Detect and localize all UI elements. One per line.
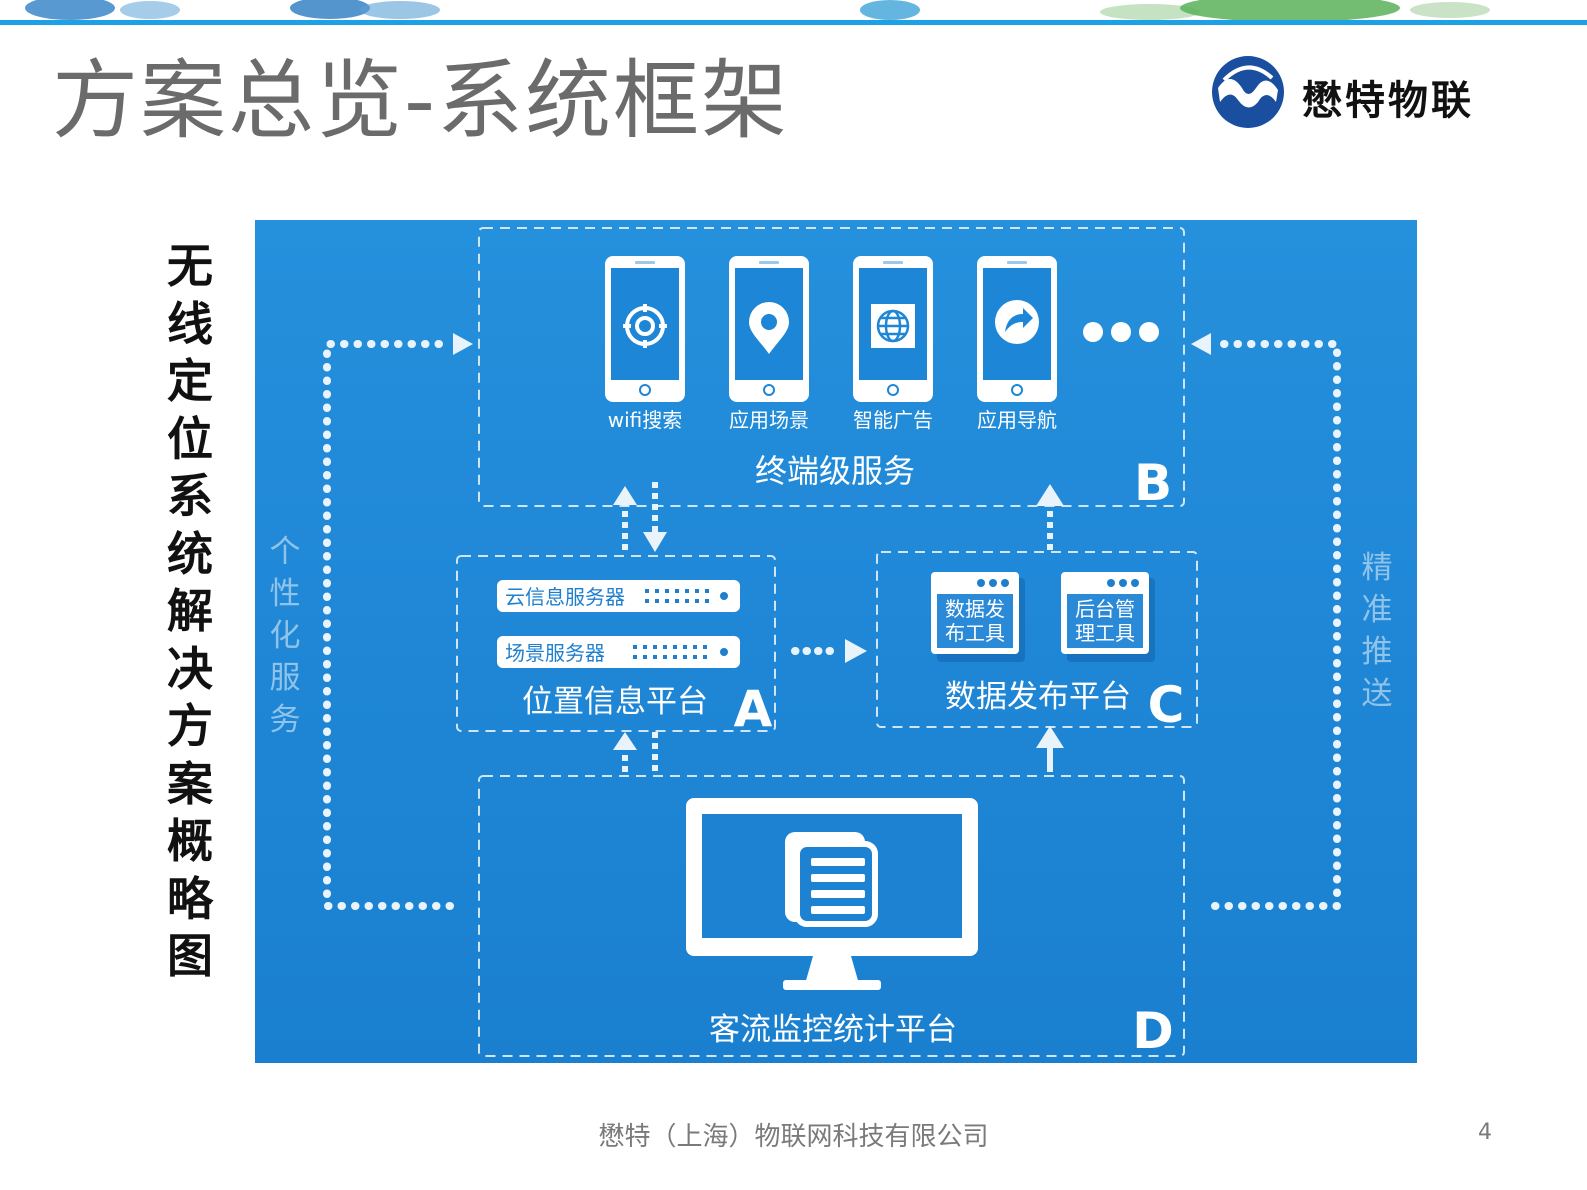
tool-label-publish-line1: 数据发 [945, 597, 1005, 621]
terminal-service-box [478, 227, 1185, 507]
side-label-char: 方 [167, 699, 213, 753]
monitor-platform-title: 客流监控统计平台 [709, 1012, 957, 1048]
target-icon [623, 304, 667, 348]
left-label-char: 性 [270, 576, 301, 612]
phone-smart-ads [853, 256, 933, 402]
left-label-char: 个 [270, 534, 301, 570]
top-decoration [0, 0, 1587, 22]
c-b-connector [1036, 484, 1064, 550]
right-loop-label: 精 准 推 送 [1362, 550, 1393, 712]
more-dots-icon [1083, 322, 1159, 342]
side-label-char: 解 [167, 584, 213, 638]
data-platform-letter: C [1148, 676, 1185, 734]
left-label-char: 服 [270, 660, 301, 696]
d-a-connector [613, 732, 658, 774]
logo-mark-icon [1212, 56, 1284, 128]
header-accent-line [0, 20, 1587, 25]
right-push-loop [1211, 340, 1341, 910]
a-c-connector [791, 639, 867, 663]
monitor-platform-box [478, 775, 1185, 1057]
side-label-char: 系 [167, 469, 213, 523]
tool-label-admin-line2: 理工具 [1075, 621, 1135, 645]
app-label-ads: 智能广告 [853, 408, 933, 432]
left-personalized-loop [323, 340, 454, 910]
side-label-char: 位 [167, 411, 213, 466]
app-label-wifi: wifi搜索 [608, 408, 683, 432]
data-publish-tool: 数据发 布工具 [931, 572, 1025, 662]
side-label-char: 决 [167, 641, 213, 696]
cloud-info-server: 云信息服务器 [497, 580, 740, 612]
side-label-char: 图 [167, 929, 213, 983]
company-logo [1210, 50, 1510, 140]
left-label-char: 务 [270, 702, 301, 738]
logo-text: 懋特物联 [1302, 78, 1474, 124]
left-loop-label: 个 性 化 服 务 [270, 534, 301, 738]
backend-admin-tool: 后台管 理工具 [1061, 572, 1155, 662]
location-platform-letter: A [734, 680, 773, 738]
phone-app-navigation [977, 256, 1057, 402]
right-loop-arrowhead [1191, 333, 1211, 355]
side-label-char: 统 [167, 526, 213, 581]
right-label-char: 推 [1362, 634, 1393, 670]
terminal-service-letter: B [1134, 454, 1172, 512]
location-platform-title: 位置信息平台 [522, 684, 708, 720]
data-platform-box [876, 551, 1198, 728]
right-label-char: 准 [1362, 592, 1393, 628]
server-label-scene: 场景服务器 [505, 641, 605, 665]
app-label-scene: 应用场景 [729, 408, 809, 432]
side-label-char: 概 [167, 814, 213, 868]
side-label-char: 无 [167, 239, 213, 293]
left-label-char: 化 [270, 618, 301, 654]
side-label-char: 线 [167, 296, 213, 351]
company-footer: 懋特（上海）物联网科技有限公司 [598, 1122, 989, 1152]
right-label-char: 送 [1362, 676, 1393, 712]
page-number: 4 [1478, 1120, 1492, 1145]
tool-label-publish-line2: 布工具 [945, 621, 1005, 645]
location-platform-box [456, 555, 776, 732]
side-label-char: 案 [167, 756, 213, 811]
phone-wifi-search [605, 256, 685, 402]
tool-label-admin-line1: 后台管 [1075, 597, 1135, 621]
data-platform-title: 数据发布平台 [945, 679, 1131, 715]
scene-server: 场景服务器 [497, 636, 740, 668]
phone-app-scene [729, 256, 809, 402]
monitor-platform-letter: D [1132, 1002, 1174, 1060]
vertical-side-label: 无 线 定 位 系 统 解 决 方 案 概 略 图 [160, 238, 220, 986]
location-pin-icon [749, 302, 789, 354]
left-loop-arrowhead [453, 333, 473, 355]
share-arrow-icon [995, 300, 1039, 344]
globe-icon [871, 304, 915, 348]
document-stack-icon [785, 832, 878, 927]
app-label-navigation: 应用导航 [977, 408, 1057, 432]
server-label-cloud: 云信息服务器 [505, 585, 625, 609]
system-architecture-diagram: wifi搜索 应用场景 智能广告 应用导航 终端级服务 B 云信息服务器 场景服… [255, 220, 1417, 1063]
terminal-service-title: 终端级服务 [755, 452, 915, 490]
monitor-display [686, 798, 978, 990]
side-label-char: 定 [167, 354, 213, 408]
slide-title: 方案总览-系统框架 [52, 51, 790, 151]
right-label-char: 精 [1362, 550, 1393, 586]
a-b-connector [613, 482, 667, 552]
d-c-connector [1036, 726, 1064, 772]
side-label-char: 略 [167, 871, 213, 926]
